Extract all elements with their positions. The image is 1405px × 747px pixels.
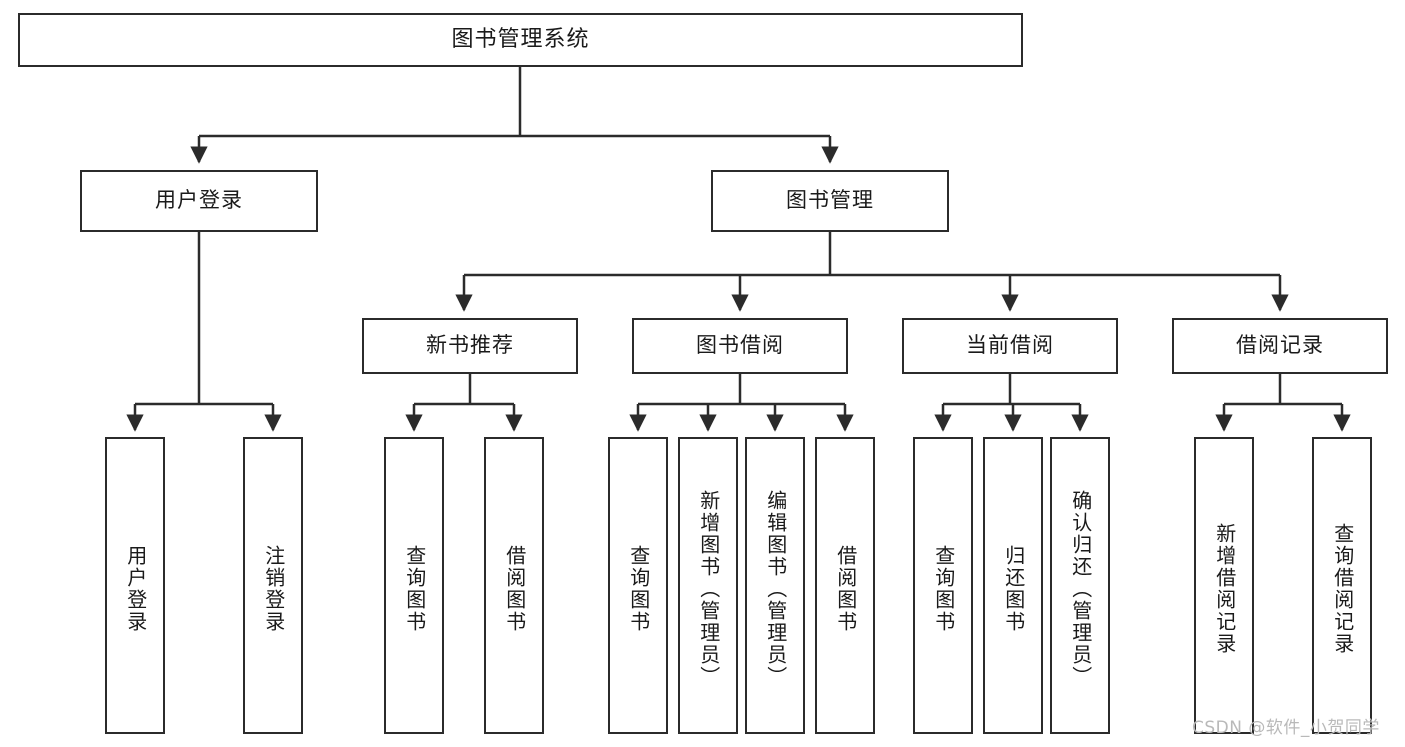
leaf-query-borrow-record[interactable]: 查询借阅记录: [1312, 437, 1372, 734]
leaf-edit-book-admin[interactable]: 编辑图书（管理员）: [745, 437, 805, 734]
leaf-add-book-admin[interactable]: 新增图书（管理员）: [678, 437, 738, 734]
node-book-borrow[interactable]: 图书借阅: [632, 318, 848, 374]
leaf-query-book-recommend[interactable]: 查询图书: [384, 437, 444, 734]
leaf-add-borrow-record[interactable]: 新增借阅记录: [1194, 437, 1254, 734]
node-current-borrow[interactable]: 当前借阅: [902, 318, 1118, 374]
leaf-return-book[interactable]: 归还图书: [983, 437, 1043, 734]
leaf-borrow-book-recommend[interactable]: 借阅图书: [484, 437, 544, 734]
node-borrow-records[interactable]: 借阅记录: [1172, 318, 1388, 374]
node-new-book-recommend[interactable]: 新书推荐: [362, 318, 578, 374]
node-user-login[interactable]: 用户登录: [80, 170, 318, 232]
leaf-query-book-current[interactable]: 查询图书: [913, 437, 973, 734]
leaf-confirm-return-admin[interactable]: 确认归还（管理员）: [1050, 437, 1110, 734]
leaf-query-book-borrow[interactable]: 查询图书: [608, 437, 668, 734]
leaf-logout[interactable]: 注销登录: [243, 437, 303, 734]
leaf-borrow-book[interactable]: 借阅图书: [815, 437, 875, 734]
node-root[interactable]: 图书管理系统: [18, 13, 1023, 67]
node-book-management[interactable]: 图书管理: [711, 170, 949, 232]
leaf-user-login[interactable]: 用户登录: [105, 437, 165, 734]
